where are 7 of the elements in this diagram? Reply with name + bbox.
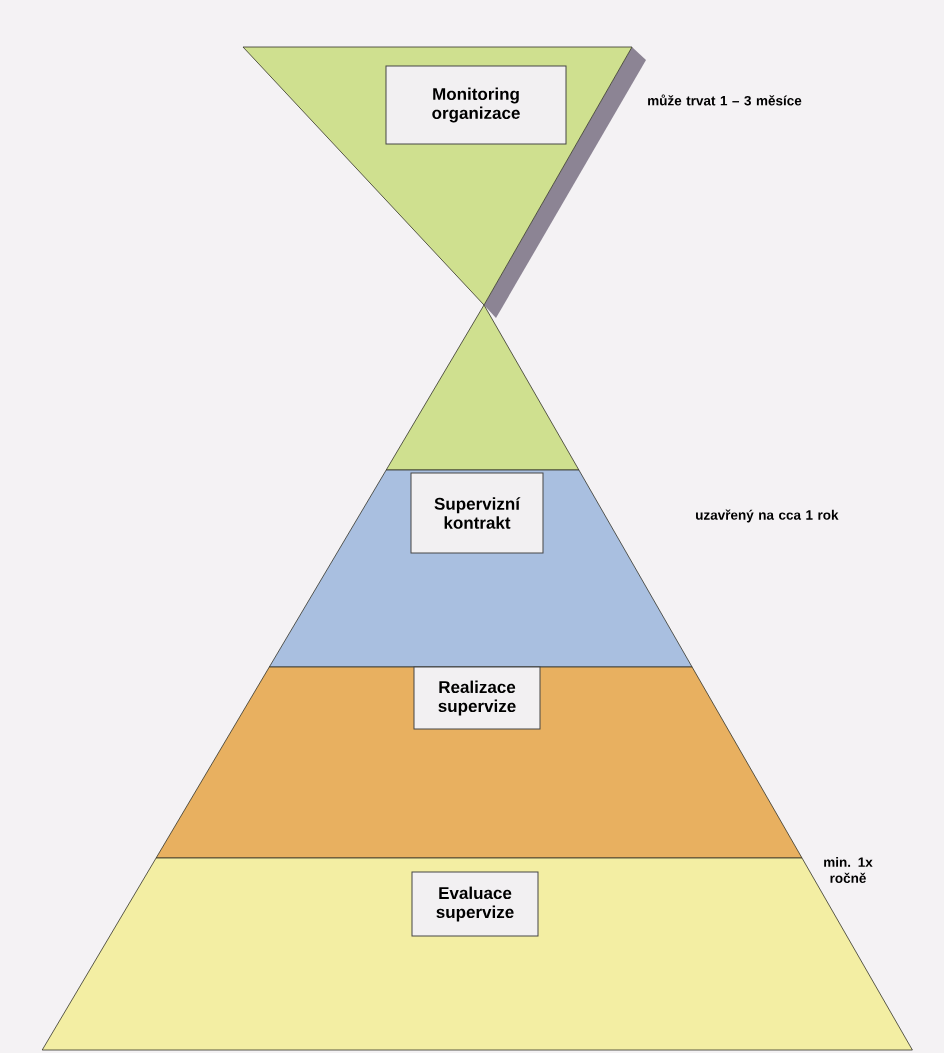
stage-band: Monitoring organizace [242,46,646,318]
note-text: uzavřený na cca 1 rok [696,509,839,523]
stage-band: Supervizní kontrakt [268,469,693,668]
note-text: min. 1x ročně [824,857,873,883]
stage-band: Realizace supervize [155,666,803,859]
note-text: může trvat 1 – 3 měsíce [648,94,802,106]
stage-triangle [385,304,580,471]
